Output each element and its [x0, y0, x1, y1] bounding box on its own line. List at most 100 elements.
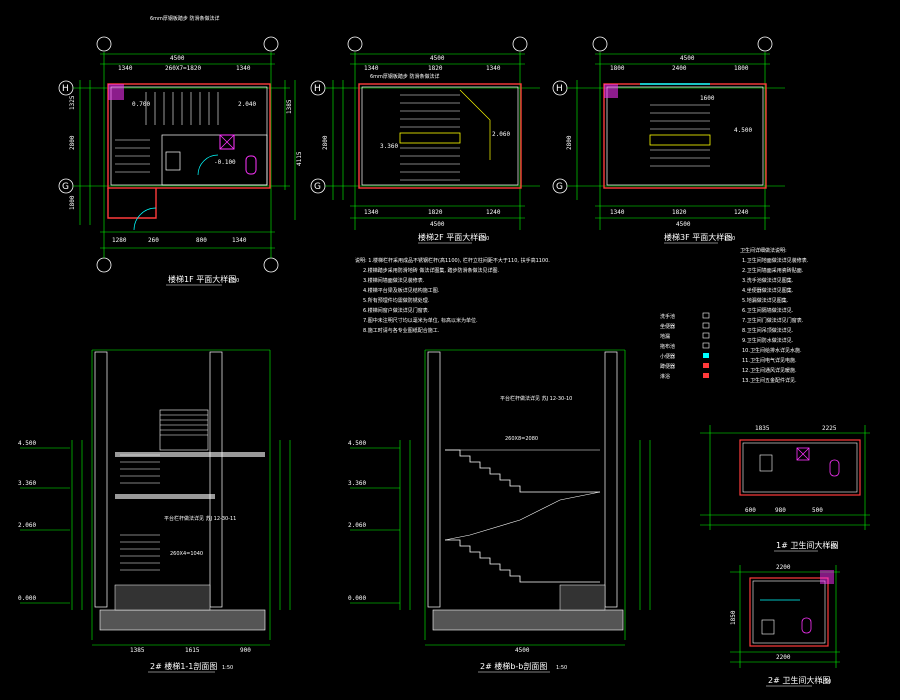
- plan2-top-part: 1820: [428, 65, 443, 72]
- plan2-level: 3.360: [380, 143, 398, 150]
- svg-text:5.所有预埋件均需做防锈处理.: 5.所有预埋件均需做防锈处理.: [363, 297, 430, 304]
- s2-note: 平台栏杆做法详见 苏J 12-30-10: [500, 395, 572, 402]
- legend-swatch: [702, 322, 710, 329]
- plan1-top-total: 4500: [170, 55, 185, 62]
- svg-text:2.楼梯踏步采用防滑地砖 做法详图集, 踏步防滑条做法见详图: 2.楼梯踏步采用防滑地砖 做法详图集, 踏步防滑条做法见详图.: [363, 267, 500, 274]
- t1-dim: 1835: [755, 425, 770, 432]
- axis-label-h: H: [556, 84, 563, 94]
- plan1-top-part: 1340: [118, 65, 133, 72]
- svg-text:洗手池: 洗手池: [660, 313, 675, 320]
- plan1-right-dim: 1385: [286, 99, 293, 114]
- plan2-bottom-total: 4500: [430, 221, 445, 228]
- plan1-level: -0.100: [214, 159, 236, 166]
- s2-level: 3.360: [348, 480, 366, 487]
- plan1-level: 2.040: [238, 101, 256, 108]
- svg-text:地漏: 地漏: [660, 333, 670, 340]
- legend-swatch: [703, 373, 709, 378]
- sink-icon: [761, 619, 775, 635]
- plan2-level: 2.060: [492, 131, 510, 138]
- svg-text:5.地漏做法详见图集.: 5.地漏做法详见图集.: [742, 297, 789, 304]
- legend-swatch: [703, 363, 709, 368]
- plan3-top-part: 2400: [672, 65, 687, 72]
- toilet-icon: [801, 617, 812, 634]
- t1-scale: 1:50: [826, 544, 837, 550]
- svg-text:6.卫生间隔墙做法详见.: 6.卫生间隔墙做法详见.: [742, 307, 794, 314]
- plan1-bottom-part: 1280: [112, 237, 127, 244]
- plan2-note: 6mm厚钢板踏步 防滑条做法详: [370, 73, 440, 80]
- toilet-icon: [245, 155, 257, 175]
- plan2-bottom-part: 1240: [486, 209, 501, 216]
- plan2-top-total: 4500: [430, 55, 445, 62]
- s1-riser: 260X4=1040: [170, 551, 203, 557]
- s1-dim: 900: [240, 647, 251, 654]
- plan-3f: H G 4500 1800 2400 1800 1340 1820: [552, 36, 785, 244]
- svg-text:2.卫生间墙面采用瓷砖贴面.: 2.卫生间墙面采用瓷砖贴面.: [742, 267, 804, 274]
- axis-label-g: G: [62, 182, 69, 192]
- s2-title: 2# 楼梯b-b剖面图: [480, 661, 547, 671]
- axis-label-g: G: [556, 182, 563, 192]
- toilet-2-plan: 2200 2200 1850 2# 卫生间大样图 1:50: [730, 564, 840, 687]
- svg-text:10.卫生间给排水详见水施.: 10.卫生间给排水详见水施.: [742, 347, 802, 354]
- svg-text:11.卫生间电气详见电施.: 11.卫生间电气详见电施.: [742, 357, 797, 364]
- toilet-icon: [829, 459, 840, 477]
- plan1-top-part: 1340: [236, 65, 251, 72]
- plan3-level: 4.500: [734, 127, 752, 134]
- axis-bubble: [263, 257, 279, 273]
- svg-text:3.楼梯间墙面做法见装修表.: 3.楼梯间墙面做法见装修表.: [363, 277, 425, 284]
- plan1-level: 0.700: [132, 101, 150, 108]
- svg-text:8.卫生间吊顶做法详见.: 8.卫生间吊顶做法详见.: [742, 327, 794, 334]
- s2-level: 2.060: [348, 522, 366, 529]
- plan3-left-dim: 2800: [566, 135, 573, 150]
- plan1-title: 楼梯1F 平面大样图: [168, 274, 236, 284]
- svg-text:7.图中未注明尺寸均以毫米为单位, 标高以米为单位.: 7.图中未注明尺寸均以毫米为单位, 标高以米为单位.: [363, 317, 478, 324]
- plan1-note: 6mm厚钢板踏步 防滑条做法详: [150, 15, 220, 22]
- t2-dim: 1850: [730, 610, 737, 625]
- plan1-right-dim: 4115: [296, 151, 303, 166]
- svg-text:9.卫生间防水做法详见.: 9.卫生间防水做法详见.: [742, 337, 794, 344]
- svg-text:13.卫生间五金配件详见.: 13.卫生间五金配件详见.: [742, 377, 797, 384]
- section-b-b: 4.500 3.360 2.060 0.000 平台栏杆做法详见 苏J 12-3…: [348, 349, 651, 673]
- s1-level: 0.000: [18, 595, 36, 602]
- svg-text:8.施工时请与各专业图纸配合施工.: 8.施工时请与各专业图纸配合施工.: [363, 327, 440, 334]
- s1-scale: 1:50: [222, 665, 233, 671]
- plan3-bottom-total: 4500: [676, 221, 691, 228]
- plan-1f: H G: [58, 15, 303, 286]
- svg-text:7.卫生间门做法详见门窗表.: 7.卫生间门做法详见门窗表.: [742, 317, 804, 324]
- axis-label-h: H: [314, 84, 321, 94]
- s1-dim: 1385: [130, 647, 145, 654]
- s1-level: 3.360: [18, 480, 36, 487]
- toilet-1-plan: 1835 2225 600 980 500 1# 卫生间大样图 1:50: [700, 425, 870, 552]
- plan2-scale: 1:50: [478, 236, 489, 242]
- plan2-top-part: 1340: [486, 65, 501, 72]
- s1-title: 2# 楼梯1-1剖面图: [150, 661, 217, 671]
- legend-swatch: [702, 312, 710, 319]
- s2-level: 0.000: [348, 595, 366, 602]
- s1-level: 4.500: [18, 440, 36, 447]
- svg-text:4.楼梯平台梁及板详见结构施工图.: 4.楼梯平台梁及板详见结构施工图.: [363, 287, 440, 294]
- section-1-1: 4.500 3.360 2.060 0.000 平台栏杆做法详见 苏J 12-3…: [18, 349, 291, 673]
- axis-bubble: [96, 36, 112, 52]
- s2-scale: 1:50: [556, 665, 567, 671]
- legend: 洗手池 坐便器 地漏 拖布池 小便器 蹲便器 淋浴: [660, 312, 710, 380]
- svg-text:4.坐便器做法详见图集.: 4.坐便器做法详见图集.: [742, 287, 794, 294]
- plan-2f: H G 6mm厚钢板踏步 防滑条做法详 4500 1340: [310, 36, 540, 244]
- plan1-bottom-part: 800: [196, 237, 207, 244]
- plan2-bottom-part: 1340: [364, 209, 379, 216]
- svg-text:拖布池: 拖布池: [660, 343, 675, 350]
- t1-dim: 600: [745, 507, 756, 514]
- plan2-bottom-part: 1820: [428, 209, 443, 216]
- plan2-top-part: 1340: [364, 65, 379, 72]
- plan3-top-total: 4500: [680, 55, 695, 62]
- t2-scale: 1:50: [820, 679, 831, 685]
- plan1-bottom-part: 1340: [232, 237, 247, 244]
- svg-text:坐便器: 坐便器: [660, 323, 675, 330]
- t2-title: 2# 卫生间大样图: [768, 675, 830, 685]
- plan1-bottom-part: 260: [148, 237, 159, 244]
- svg-text:3.洗手池做法详见图集.: 3.洗手池做法详见图集.: [742, 277, 794, 284]
- plan3-bottom-part: 1240: [734, 209, 749, 216]
- s2-dim: 4500: [515, 647, 530, 654]
- t1-dim: 980: [775, 507, 786, 514]
- svg-text:淋浴: 淋浴: [660, 373, 670, 380]
- plan1-left-dim: 2800: [69, 135, 76, 150]
- axis-bubble: [263, 36, 279, 52]
